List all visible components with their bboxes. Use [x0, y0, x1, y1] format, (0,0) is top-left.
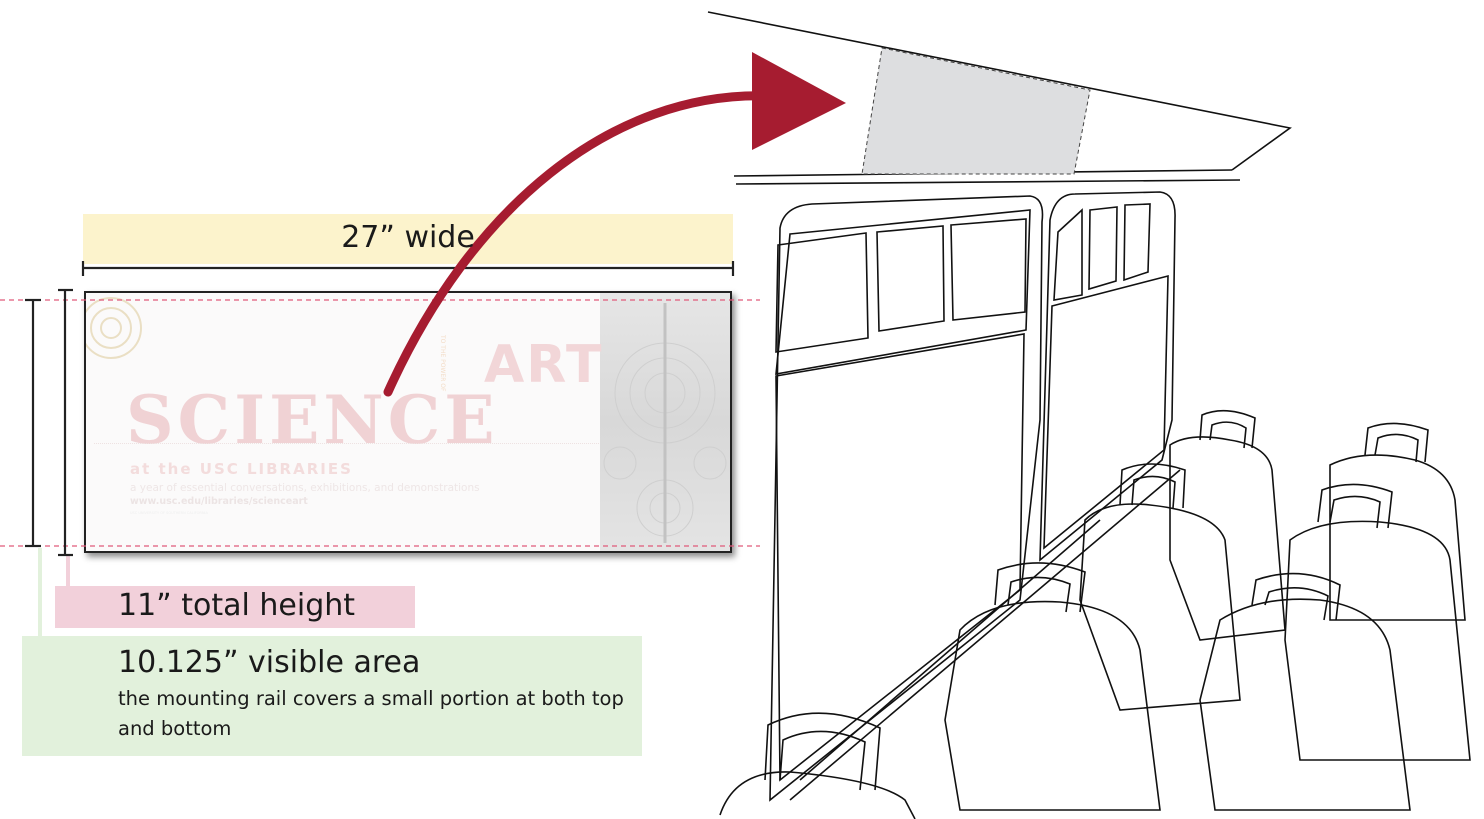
visible-area-label: 10.125” visible area [118, 645, 420, 680]
visible-area-note: the mounting rail covers a small portion… [118, 684, 638, 744]
ad-placement-zone [862, 48, 1090, 174]
width-label: 27” wide [83, 220, 733, 255]
bus-interior [708, 12, 1470, 819]
total-height-label: 11” total height [118, 588, 355, 623]
width-dimension [83, 261, 733, 276]
total-height-dimension [58, 290, 73, 555]
visible-height-dimension [25, 300, 41, 546]
placement-arrow-head [752, 52, 846, 150]
